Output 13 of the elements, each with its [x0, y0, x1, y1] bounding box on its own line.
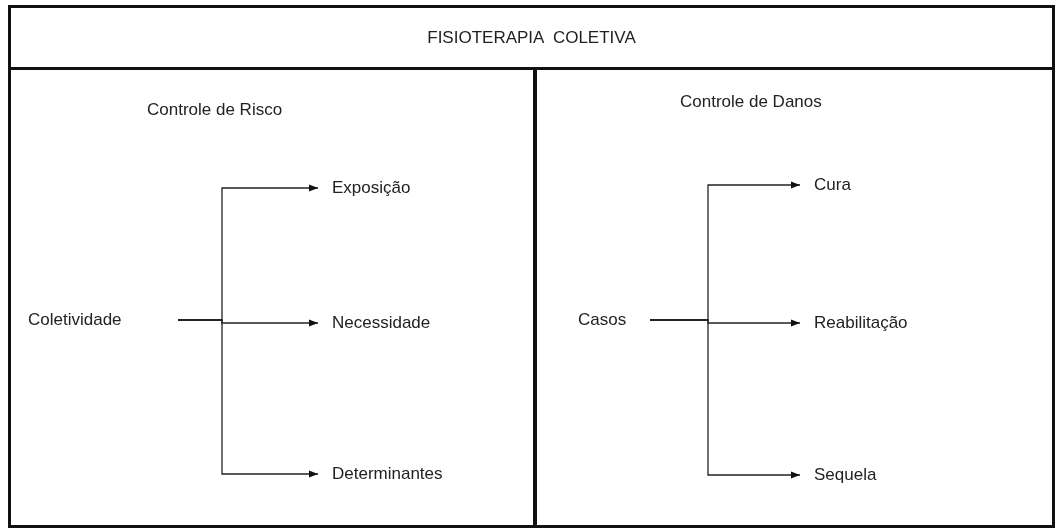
- arrow: [177, 319, 319, 478]
- term-label: Reabilitação: [800, 310, 970, 336]
- term-label: Necessidade: [318, 310, 478, 336]
- term-label: Cura: [800, 172, 890, 198]
- term-label: Exposição: [318, 175, 458, 201]
- panel-heading: Controle de Danos: [680, 91, 822, 113]
- term-label: Determinantes: [318, 461, 508, 487]
- term-label: Sequela: [800, 462, 920, 488]
- term-label: Coletividade: [28, 307, 178, 333]
- term-label: Casos: [578, 307, 650, 333]
- title-text: FISIOTERAPIA COLETIVA: [427, 27, 636, 48]
- arrow: [649, 319, 801, 479]
- panel-heading: Controle de Risco: [147, 99, 283, 121]
